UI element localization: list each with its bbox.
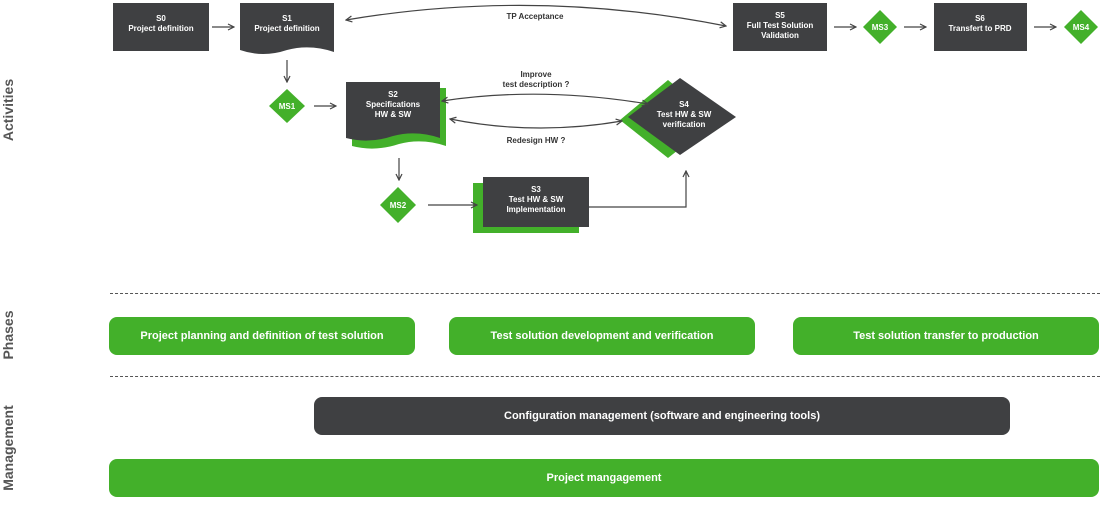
configuration-management-bar: Configuration management (software and e… xyxy=(314,397,1010,435)
svg-text:MS1: MS1 xyxy=(279,102,296,111)
phase-transfer: Test solution transfer to production xyxy=(793,317,1099,355)
label-redesign: Redesign HW ? xyxy=(507,136,566,145)
separator-phases-management xyxy=(110,376,1100,377)
milestone-ms2: MS2 xyxy=(380,187,416,223)
step-s3-line1: Test HW & SW xyxy=(509,195,564,204)
flow-arrows xyxy=(212,4,1056,208)
milestone-ms4: MS4 xyxy=(1064,10,1098,44)
svg-text:MS3: MS3 xyxy=(872,23,889,32)
step-s0: S0 Project definition xyxy=(113,3,209,51)
step-s3: S3 Test HW & SW Implementation xyxy=(473,177,589,233)
arrow-improve xyxy=(442,93,648,104)
step-s4-line2: verification xyxy=(663,120,706,129)
label-improve-line2: test description ? xyxy=(503,80,570,89)
step-s6: S6 Transfert to PRD xyxy=(934,3,1027,51)
phase-development: Test solution development and verificati… xyxy=(449,317,755,355)
project-management-bar: Project mangagement xyxy=(109,459,1099,497)
step-s5-id: S5 xyxy=(775,11,785,20)
step-s3-line2: Implementation xyxy=(506,205,565,214)
phase-planning: Project planning and definition of test … xyxy=(109,317,415,355)
step-s2-line2: HW & SW xyxy=(375,110,412,119)
step-s2: S2 Specifications HW & SW xyxy=(346,82,446,149)
step-s4: S4 Test HW & SW verification xyxy=(620,78,736,158)
arrow-s3-s4 xyxy=(589,171,686,208)
label-improve-line1: Improve xyxy=(520,70,552,79)
step-s0-id: S0 xyxy=(156,14,166,23)
milestone-ms3: MS3 xyxy=(863,10,897,44)
step-s5-line1: Full Test Solution xyxy=(747,21,814,30)
separator-activities-phases xyxy=(110,293,1100,294)
step-s1-id: S1 xyxy=(282,14,292,23)
step-s5: S5 Full Test Solution Validation xyxy=(733,3,827,51)
step-s6-id: S6 xyxy=(975,14,985,23)
step-s0-label: Project definition xyxy=(128,24,193,33)
step-s2-id: S2 xyxy=(388,90,398,99)
step-s5-line2: Validation xyxy=(761,31,799,40)
arrow-redesign xyxy=(450,119,622,129)
step-s3-id: S3 xyxy=(531,185,541,194)
svg-text:MS4: MS4 xyxy=(1073,23,1090,32)
svg-text:MS2: MS2 xyxy=(390,201,407,210)
arrow-tp-acceptance xyxy=(346,4,726,26)
label-tp-acceptance: TP Acceptance xyxy=(507,12,564,21)
step-s1: S1 Project definition xyxy=(240,3,334,54)
step-s6-label: Transfert to PRD xyxy=(948,24,1011,33)
step-s4-line1: Test HW & SW xyxy=(657,110,712,119)
step-s2-line1: Specifications xyxy=(366,100,421,109)
step-s4-id: S4 xyxy=(679,100,689,109)
step-s1-label: Project definition xyxy=(254,24,319,33)
milestone-ms1: MS1 xyxy=(269,89,305,123)
